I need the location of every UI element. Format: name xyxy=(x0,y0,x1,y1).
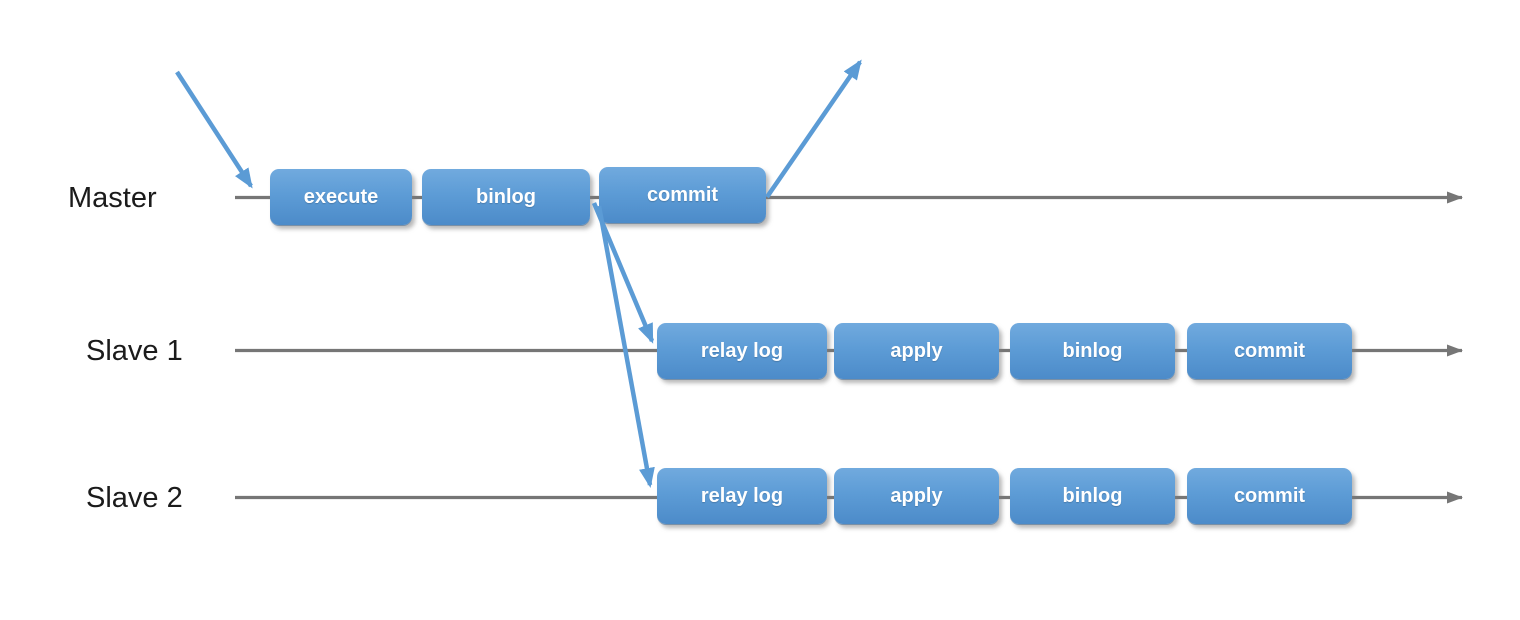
outgoing-arrow xyxy=(765,59,862,199)
master-step-commit: commit xyxy=(599,167,766,223)
slave2-step-relay-log: relay log xyxy=(657,468,827,524)
master-step-execute: execute xyxy=(270,169,412,225)
master-step-binlog: binlog xyxy=(422,169,590,225)
row-label-slave2: Slave 2 xyxy=(86,482,183,514)
master-to-slave1-arrow xyxy=(591,202,655,344)
incoming-arrow xyxy=(175,70,253,189)
slave1-step-relay-log: relay log xyxy=(657,323,827,379)
row-label-slave1: Slave 1 xyxy=(86,335,183,367)
master-to-slave2-arrow xyxy=(596,205,655,488)
slave2-step-commit: commit xyxy=(1187,468,1352,524)
slave1-step-apply: apply xyxy=(834,323,999,379)
row-label-master: Master xyxy=(68,182,157,214)
slave2-step-binlog: binlog xyxy=(1010,468,1175,524)
slave1-step-commit: commit xyxy=(1187,323,1352,379)
slave1-step-binlog: binlog xyxy=(1010,323,1175,379)
slave2-step-apply: apply xyxy=(834,468,999,524)
